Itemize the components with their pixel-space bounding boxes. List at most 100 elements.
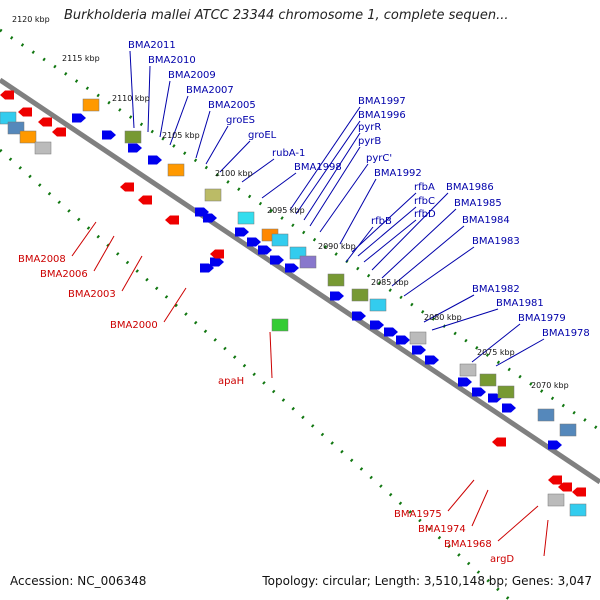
leader-line	[295, 120, 361, 215]
tick-label: 2080 kbp	[424, 313, 462, 322]
forward-gene-label: BMA1982	[472, 284, 520, 295]
gene-f-7	[128, 143, 142, 153]
leader-line	[431, 308, 499, 331]
gene-f-23	[458, 377, 472, 387]
forward-gene-label: rfbD	[414, 209, 436, 220]
gene-block-13	[409, 331, 427, 345]
reverse-gene-label: BMA2008	[18, 254, 66, 265]
leader-line	[351, 192, 417, 253]
gene-f-10	[203, 213, 217, 223]
forward-gene-label: pyrB	[358, 136, 381, 147]
gene-block-18	[559, 423, 577, 437]
gene-block-25	[271, 318, 289, 332]
leader-line	[363, 219, 417, 263]
forward-gene-label: BMA2010	[148, 55, 196, 66]
reverse-gene-label: apaH	[218, 376, 244, 387]
leader-line	[205, 125, 229, 165]
label-leaders	[71, 50, 549, 557]
gene-f-27	[548, 440, 562, 450]
leader-line	[219, 140, 251, 173]
gene-f-21	[412, 345, 426, 355]
gene-block-24	[34, 141, 52, 155]
gene-block-2	[124, 130, 142, 144]
leader-line	[447, 479, 475, 512]
leader-line	[381, 208, 457, 279]
forward-gene-label: BMA1984	[462, 215, 510, 226]
gene-block-19	[547, 493, 565, 507]
gene-f-24	[472, 387, 486, 397]
gene-labels: BMA2011BMA2010BMA2009BMA2007BMA2005groES…	[18, 40, 590, 565]
gene-f-6	[102, 130, 116, 140]
tick-label: 2090 kbp	[318, 242, 356, 251]
gene-block-14	[459, 363, 477, 377]
reverse-gene-label: BMA2003	[68, 289, 116, 300]
gene-r-31	[138, 195, 152, 205]
leader-line	[129, 50, 135, 129]
forward-gene-label: rfbC	[414, 196, 435, 207]
forward-gene-label: BMA1983	[472, 236, 520, 247]
gene-f-16	[330, 291, 344, 301]
forward-gene-label: rfbB	[371, 216, 392, 227]
gene-f-12	[247, 237, 261, 247]
genome-summary: Topology: circular; Length: 3,510,148 bp…	[262, 574, 592, 588]
gene-r-2	[18, 107, 32, 117]
forward-gene-label: BMA1997	[358, 96, 406, 107]
reverse-gene-label: BMA1974	[418, 524, 466, 535]
leader-line	[471, 489, 489, 527]
leader-line	[339, 178, 377, 245]
gene-r-32	[165, 215, 179, 225]
forward-gene-label: BMA2005	[208, 100, 256, 111]
reverse-gene-label: BMA1975	[394, 509, 442, 520]
gene-block-10	[327, 273, 345, 287]
leader-line	[163, 287, 187, 323]
gene-r-34	[492, 437, 506, 447]
gene-features	[0, 90, 587, 517]
leader-line	[195, 110, 211, 159]
gene-block-7	[271, 233, 289, 247]
leader-line	[423, 294, 475, 323]
tick-label: 2070 kbp	[531, 381, 569, 390]
gene-block-15	[479, 373, 497, 387]
leader-line	[309, 146, 361, 227]
gene-block-3	[167, 163, 185, 177]
gene-r-4	[52, 127, 66, 137]
reverse-gene-label: argD	[490, 554, 514, 565]
forward-gene-label: BMA1992	[374, 168, 422, 179]
leader-line	[543, 519, 549, 557]
forward-gene-label: rfbA	[414, 182, 435, 193]
leader-line	[147, 65, 151, 133]
tick-label: 2100 kbp	[215, 169, 253, 178]
gene-block-17	[537, 408, 555, 422]
leader-line	[169, 95, 189, 146]
leader-line	[303, 132, 361, 221]
forward-gene-label: pyrC'	[366, 153, 392, 164]
gene-f-19	[384, 327, 398, 337]
forward-gene-label: BMA1998	[294, 162, 342, 173]
forward-gene-label: groES	[226, 115, 255, 126]
gene-block-5	[237, 211, 255, 225]
forward-gene-label: groEL	[248, 130, 277, 141]
leader-line	[495, 338, 545, 367]
tick-label: 2120 kbp	[12, 15, 50, 24]
tick-label: 2075 kbp	[477, 348, 515, 357]
gene-f-18	[370, 320, 384, 330]
gene-r-3	[38, 117, 52, 127]
forward-gene-label: BMA1981	[496, 298, 544, 309]
forward-gene-label: BMA2009	[168, 70, 216, 81]
leader-line	[71, 221, 97, 257]
leader-line	[391, 225, 465, 287]
gene-r-1	[0, 90, 14, 100]
tick-label: 2110 kbp	[112, 94, 150, 103]
forward-gene-label: BMA1996	[358, 110, 406, 121]
leader-line	[241, 158, 275, 183]
gene-f-14	[270, 255, 284, 265]
leader-line	[159, 80, 171, 138]
accession-text: Accession: NC_006348	[10, 574, 147, 588]
gene-block-23	[19, 130, 37, 144]
gene-f-8	[148, 155, 162, 165]
leader-line	[319, 163, 369, 233]
leader-line	[345, 226, 374, 263]
leader-line	[121, 255, 143, 292]
